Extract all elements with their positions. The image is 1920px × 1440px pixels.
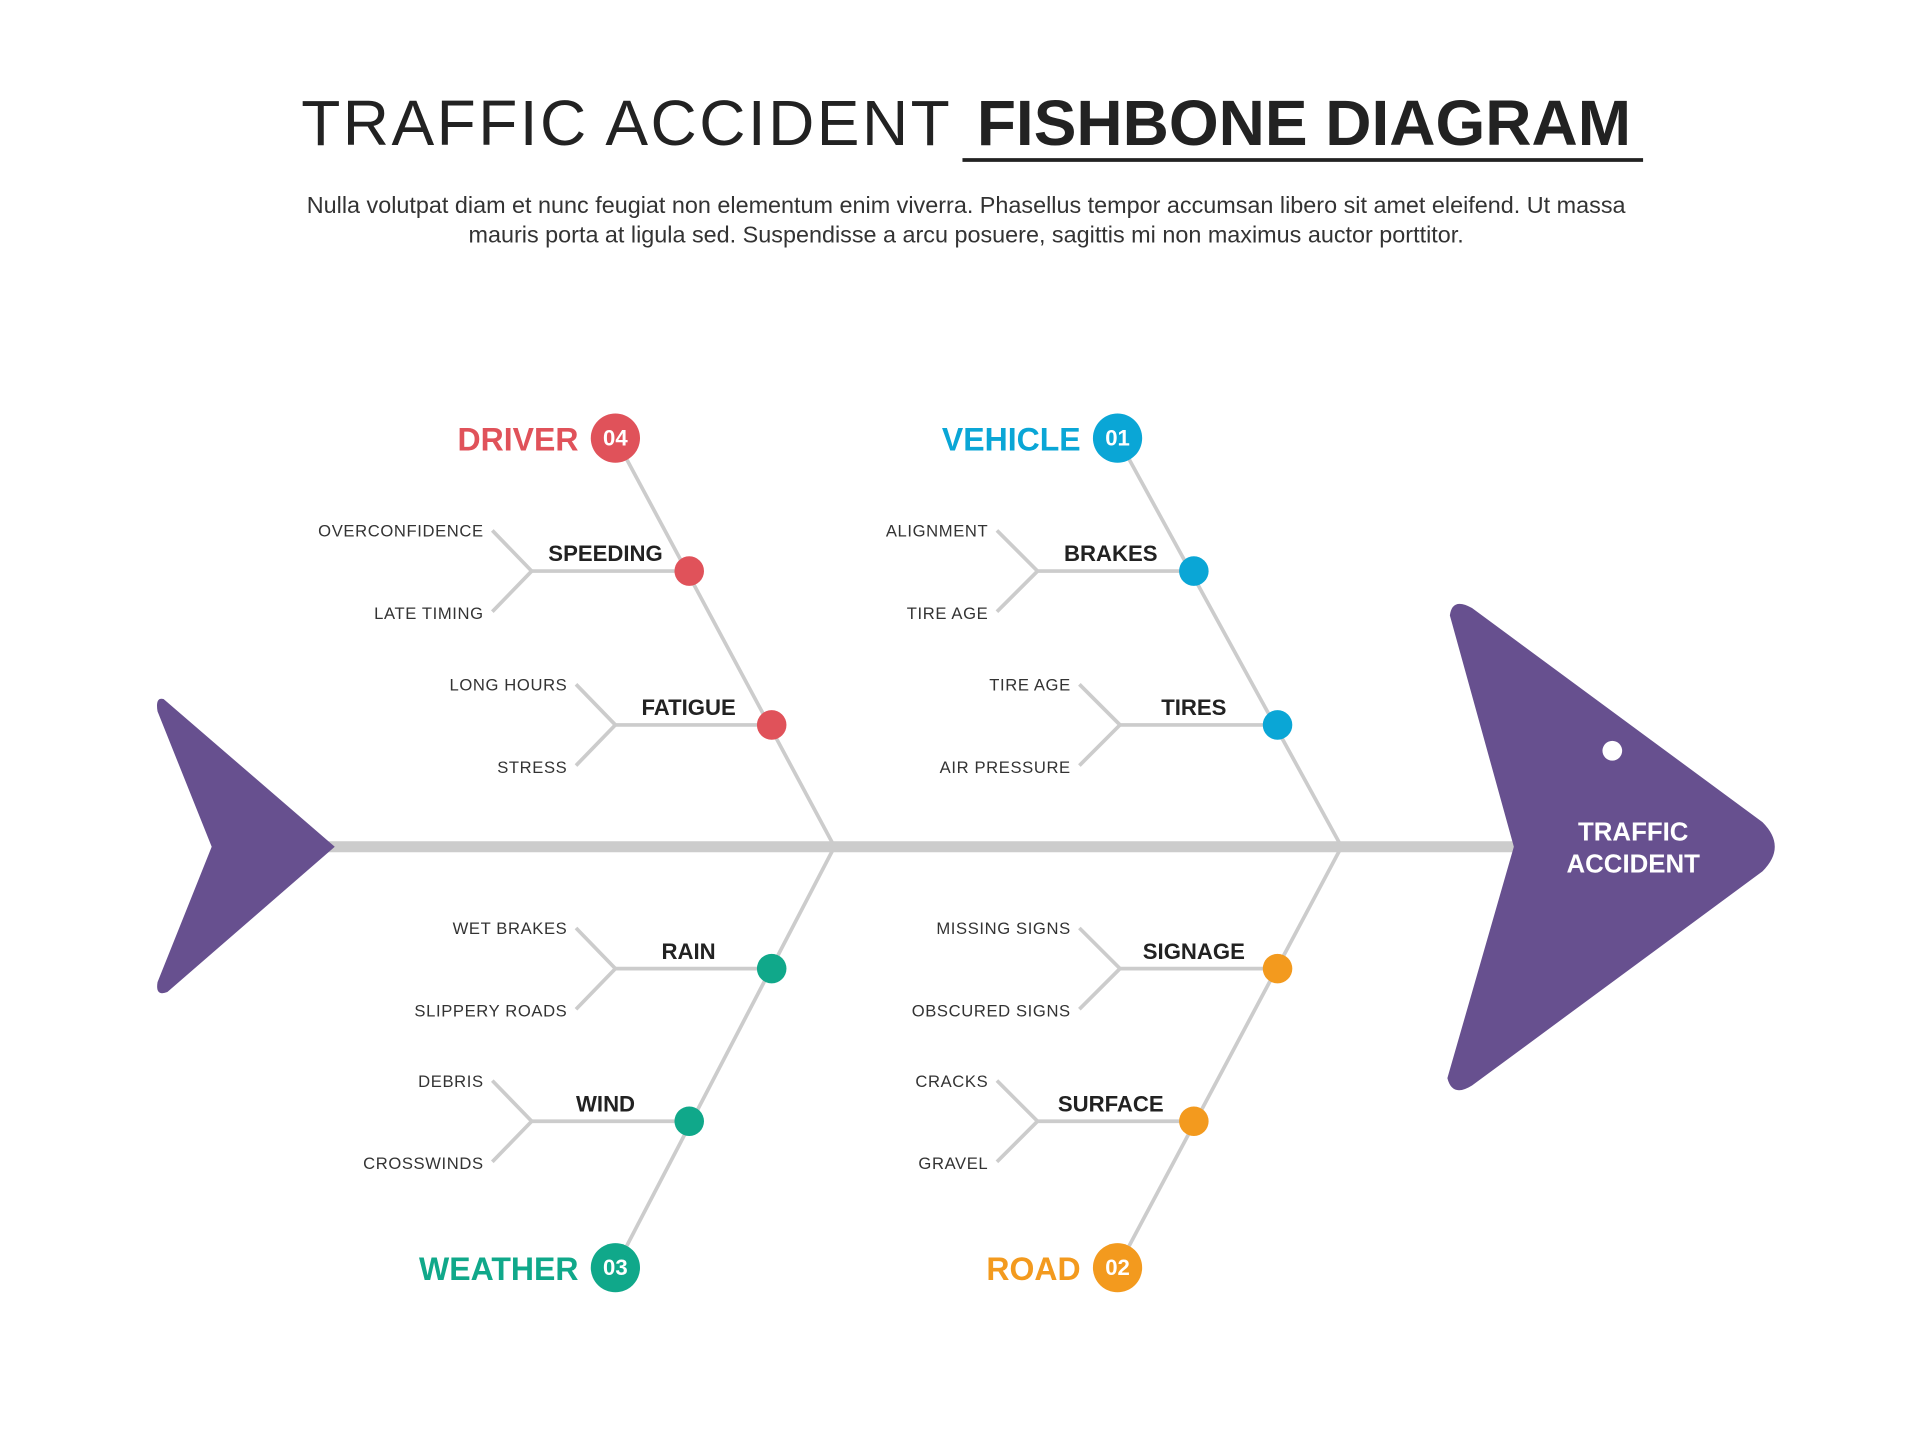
road-cause-label: MISSING SIGNS — [936, 919, 1070, 938]
vehicle-cause-label: TIRE AGE — [989, 675, 1071, 694]
driver-number-badge — [590, 413, 640, 463]
weather-branch-node — [674, 1106, 704, 1136]
effect-label-line-1: TRAFFIC — [1578, 819, 1688, 847]
fish-eye — [1602, 740, 1623, 761]
weather-cause-label: DEBRIS — [418, 1072, 484, 1091]
vehicle-bone — [1115, 437, 1344, 848]
road-cause-label: OBSCURED SIGNS — [912, 1002, 1071, 1021]
driver-cause-lines — [574, 683, 618, 767]
vehicle-cause-label: TIRE AGE — [907, 604, 989, 623]
road-branch-node — [1179, 1106, 1209, 1136]
fish-head — [1447, 603, 1775, 1091]
title-bold: FISHBONE DIAGRAM — [977, 87, 1631, 159]
road-cause-lines — [995, 1079, 1041, 1164]
weather-number-badge — [590, 1243, 640, 1293]
driver-cause-label: STRESS — [497, 758, 567, 777]
road-cause-label: GRAVEL — [918, 1154, 988, 1173]
weather-branch-node — [756, 953, 787, 984]
vehicle-cause-label: AIR PRESSURE — [940, 758, 1071, 777]
driver-branch-node — [756, 710, 787, 740]
vehicle-number-badge — [1092, 413, 1143, 463]
weather-cause-lines — [574, 926, 618, 1011]
weather-cause-label: SLIPPERY ROADS — [414, 1002, 567, 1021]
subtitle-line-1: Nulla volutpat diam et nunc feugiat non … — [307, 192, 1626, 218]
road-branch-node — [1262, 953, 1293, 984]
road-branch-label: SIGNAGE — [1143, 939, 1245, 964]
vehicle-category-label: VEHICLE — [942, 421, 1081, 457]
driver-branch-label: SPEEDING — [548, 541, 662, 566]
road-cause-label: CRACKS — [915, 1072, 988, 1091]
weather-cause-label: WET BRAKES — [453, 919, 568, 938]
road-number: 02 — [1105, 1255, 1130, 1280]
weather-branch-label: RAIN — [662, 939, 716, 964]
driver-category-label: DRIVER — [458, 421, 579, 457]
road-cause-lines — [1078, 926, 1123, 1011]
vehicle-cause-label: ALIGNMENT — [886, 522, 988, 541]
weather-branch-label: WIND — [576, 1091, 635, 1116]
driver-cause-label: OVERCONFIDENCE — [318, 522, 484, 541]
title-light: TRAFFIC ACCIDENT — [301, 87, 952, 159]
driver-bone — [613, 437, 837, 848]
road-branch-label: SURFACE — [1058, 1091, 1164, 1116]
weather-cause-lines — [490, 1079, 535, 1164]
vehicle-branch-label: TIRES — [1161, 695, 1226, 720]
road-bone — [1115, 845, 1344, 1269]
driver-branch-label: FATIGUE — [641, 695, 735, 720]
vehicle-branch-node — [1262, 710, 1293, 740]
driver-cause-label: LONG HOURS — [450, 675, 568, 694]
effect-label-line-2: ACCIDENT — [1567, 851, 1701, 879]
fish-tail — [156, 698, 335, 994]
driver-cause-label: LATE TIMING — [374, 604, 484, 623]
road-number-badge — [1092, 1243, 1143, 1293]
weather-category-label: WEATHER — [419, 1251, 578, 1287]
weather-number: 03 — [603, 1255, 628, 1280]
vehicle-branch-label: BRAKES — [1064, 541, 1158, 566]
driver-branch-node — [674, 556, 704, 586]
weather-bone — [613, 845, 837, 1269]
driver-cause-lines — [490, 529, 535, 613]
vehicle-number: 01 — [1105, 426, 1130, 451]
subtitle-line-2: mauris porta at ligula sed. Suspendisse … — [469, 221, 1464, 247]
page-title: TRAFFIC ACCIDENT FISHBONE DIAGRAM — [301, 87, 1631, 159]
weather-cause-label: CROSSWINDS — [363, 1154, 484, 1173]
vehicle-branch-node — [1179, 556, 1209, 586]
road-category-label: ROAD — [986, 1251, 1080, 1287]
driver-number: 04 — [603, 426, 628, 451]
vehicle-cause-lines — [1078, 683, 1123, 767]
vehicle-cause-lines — [995, 529, 1041, 613]
